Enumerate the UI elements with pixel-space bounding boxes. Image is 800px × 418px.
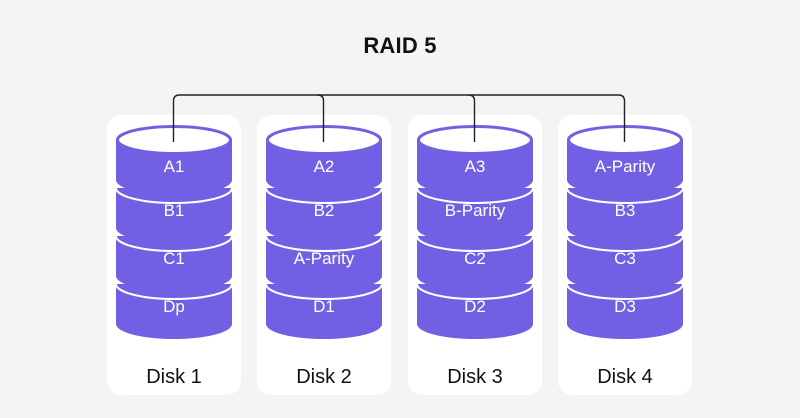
block-label: D2 <box>464 297 486 316</box>
data-block: A-Parity <box>265 235 383 291</box>
data-block: C1 <box>115 235 233 291</box>
block-label: A3 <box>465 157 486 176</box>
data-block: C2 <box>416 235 534 291</box>
block-label: C3 <box>614 249 636 268</box>
data-block: B1 <box>115 187 233 243</box>
block-label: Dp <box>163 297 185 316</box>
data-block: A1 <box>116 125 232 195</box>
block-label: C1 <box>163 249 185 268</box>
disk-stack: D1 A-Parity B2 A2 <box>265 125 383 339</box>
disk-label: Disk 4 <box>597 366 653 388</box>
disk-label: Disk 2 <box>296 366 352 388</box>
data-block: A3 <box>417 125 533 195</box>
block-label: A2 <box>314 157 335 176</box>
block-label: D1 <box>313 297 335 316</box>
block-label: B-Parity <box>445 201 506 220</box>
data-block: Dp <box>115 283 233 339</box>
block-label: B3 <box>615 201 636 220</box>
disk-stack: D3 C3 B3 A-Parity <box>566 125 684 339</box>
disk-stack: D2 C2 B-Parity A3 <box>416 125 534 339</box>
data-block: B2 <box>265 187 383 243</box>
block-label: A-Parity <box>294 249 355 268</box>
data-block: A-Parity <box>567 125 683 195</box>
data-block: D2 <box>416 283 534 339</box>
disk-label: Disk 3 <box>447 366 503 388</box>
data-block: D3 <box>566 283 684 339</box>
raid-connector-branch <box>317 94 325 142</box>
block-label: D3 <box>614 297 636 316</box>
data-block: D1 <box>265 283 383 339</box>
raid-connector <box>172 94 626 142</box>
block-label: B1 <box>164 201 185 220</box>
block-label: A-Parity <box>595 157 656 176</box>
data-block: C3 <box>566 235 684 291</box>
block-label: B2 <box>314 201 335 220</box>
raid-connector-branch <box>468 94 476 142</box>
disk-label: Disk 1 <box>146 366 202 388</box>
diagram-title: RAID 5 <box>363 33 437 58</box>
block-label: C2 <box>464 249 486 268</box>
disk-stack: Dp C1 B1 A1 <box>115 125 233 339</box>
data-block: B-Parity <box>416 187 534 243</box>
block-label: A1 <box>164 157 185 176</box>
data-block: B3 <box>566 187 684 243</box>
